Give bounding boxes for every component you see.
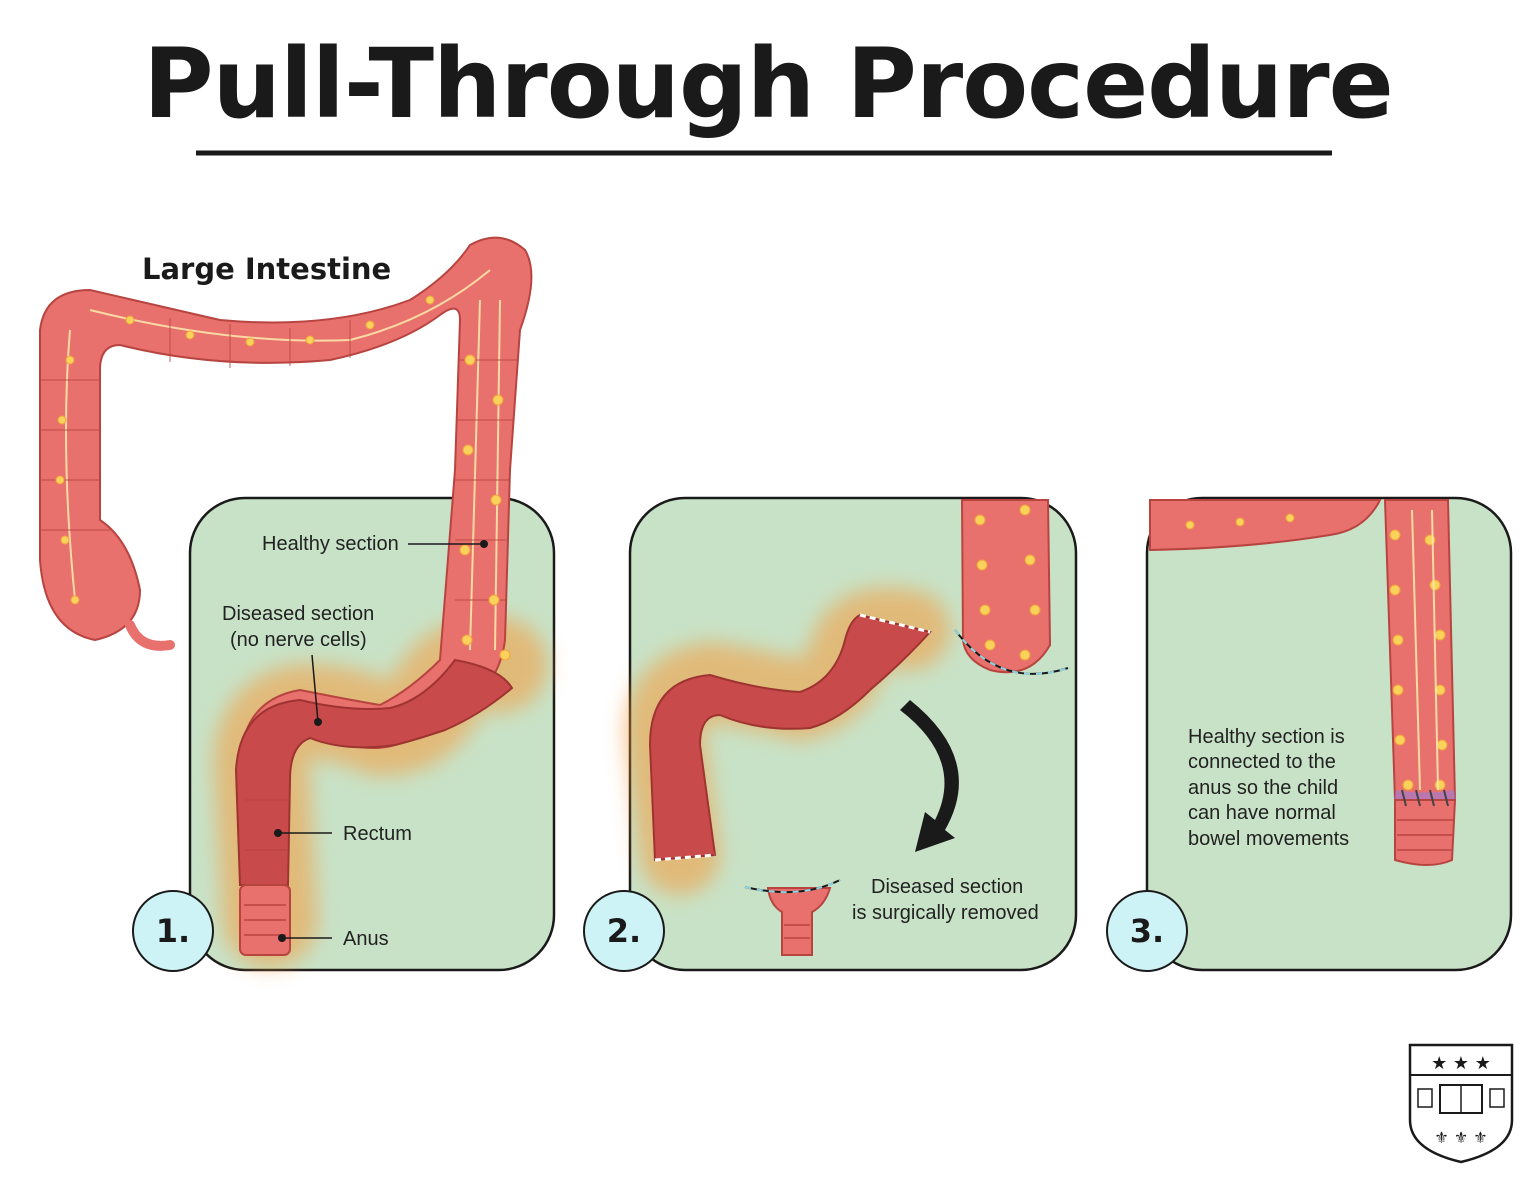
step-badge-1: 1. [132,890,214,972]
diseased-colon [234,658,514,886]
connected-label-line2: connected to the [1188,751,1336,773]
diseased-leader [311,654,319,723]
page-title: Pull-Through Procedure [143,28,1393,140]
anus-label: Anus [343,928,389,950]
transverse-colon-step3 [1149,499,1382,552]
no-nerve-cells-label: (no nerve cells) [230,629,367,651]
step2-illustration [624,499,1069,956]
curved-arrow-icon [900,700,959,852]
step-badge-3: 3. [1106,890,1188,972]
university-shield-logo: ★ ★ ★ ⚜ ⚜ ⚜ [1408,1043,1514,1164]
diseased-section-label: Diseased section [222,603,375,625]
removed-diseased-colon [648,613,932,862]
svg-text:★ ★ ★: ★ ★ ★ [1431,1053,1491,1074]
healthy-colon-step2 [960,499,1052,674]
connected-label-line1: Healthy section is [1188,726,1345,748]
connected-label-line5: bowel movements [1188,828,1350,850]
removed-label-line1: Diseased section [871,876,1024,898]
anus-step3 [1394,799,1457,866]
appendix [125,620,175,651]
large-intestine-illustration [39,236,548,968]
connected-label-line4: can have normal [1188,802,1336,824]
svg-text:⚜ ⚜ ⚜: ⚜ ⚜ ⚜ [1434,1128,1487,1147]
healthy-section-label: Healthy section [262,533,399,555]
removed-label-line2: is surgically removed [852,902,1039,924]
step3-illustration [1149,499,1457,866]
connected-label-line3: anus so the child [1188,777,1339,799]
large-intestine-label: Large Intestine [142,252,392,286]
anus-stump-step2 [766,887,832,956]
rectum-label: Rectum [343,823,412,845]
step-badge-2: 2. [583,890,665,972]
